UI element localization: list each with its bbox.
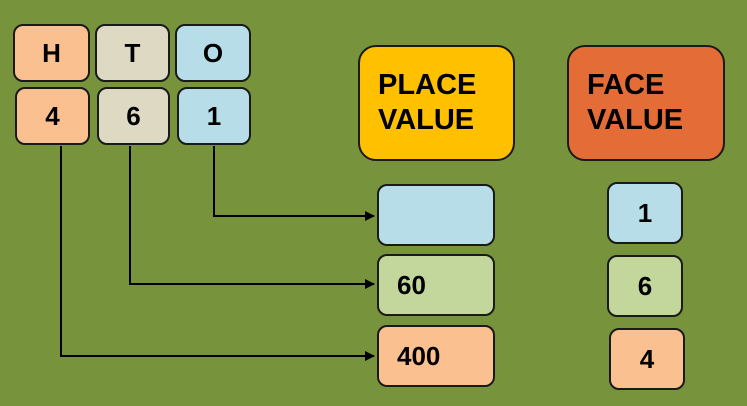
hundreds-face-value: 4 — [609, 328, 685, 390]
hundreds-place-value: 400 — [377, 325, 495, 387]
place-value-heading-line2: VALUE — [378, 104, 475, 136]
ones-header: O — [175, 24, 251, 82]
face-value-heading: FACE VALUE — [567, 45, 725, 161]
tens-header: T — [95, 24, 170, 82]
hundreds-digit: 4 — [15, 87, 90, 145]
tens-digit: 6 — [97, 87, 170, 145]
place-value-heading: PLACE VALUE — [358, 45, 515, 161]
face-value-heading-line2: VALUE — [587, 104, 684, 136]
tens-face-value: 6 — [607, 255, 683, 317]
ones-face-value: 1 — [607, 182, 683, 244]
ones-place-value — [377, 184, 495, 246]
hundreds-arrow — [60, 146, 375, 361]
face-value-heading-line1: FACE — [587, 69, 665, 102]
tens-place-value: 60 — [377, 254, 495, 316]
tens-arrow — [129, 146, 375, 289]
place-value-heading-line1: PLACE — [378, 69, 477, 102]
ones-digit: 1 — [177, 87, 251, 145]
hundreds-header: H — [13, 24, 90, 82]
ones-arrow — [213, 146, 375, 221]
